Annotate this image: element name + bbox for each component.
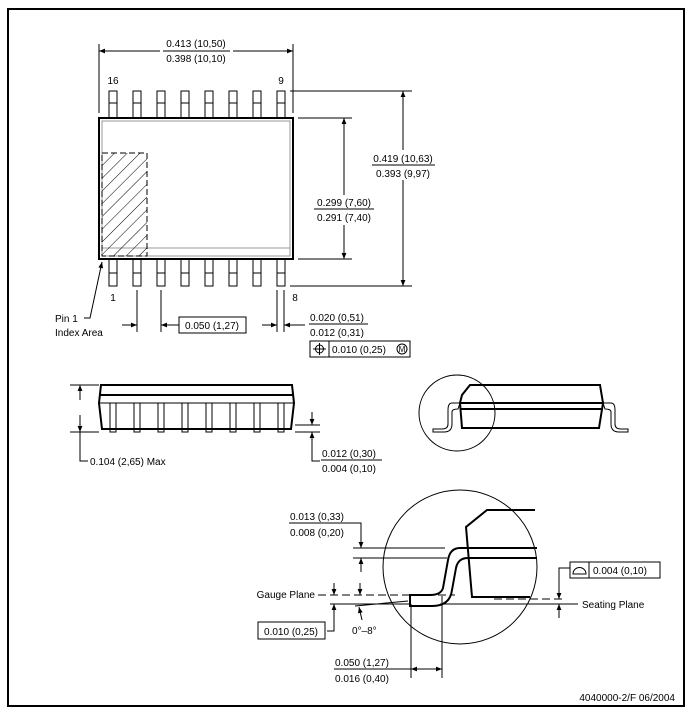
lead-side	[133, 402, 141, 433]
leads	[108, 90, 286, 287]
top-view: 0.413 (10,50) 0.398 (10,10) 16 9 1 8 0.2…	[55, 39, 435, 358]
position-tolerance-label: 0.010 (0,25)	[332, 345, 386, 356]
drawing-frame	[7, 8, 685, 707]
pin1-label-line1: Pin 1	[55, 314, 78, 325]
lead-side	[157, 402, 165, 433]
pin-9-label: 9	[278, 76, 284, 87]
side-view: 0.104 (2,65) Max 0.012 (0,30) 0.004 (0,1…	[70, 384, 382, 475]
pin1-index-area	[101, 152, 148, 257]
lead-thickness-max-label: 0.013 (0,33)	[290, 512, 344, 523]
lead-top	[132, 90, 142, 119]
lead-side	[253, 402, 261, 433]
position-icon	[313, 343, 326, 355]
pin-8-label: 8	[292, 293, 298, 304]
lead-top	[156, 90, 166, 119]
seating-plane-label: Seating Plane	[582, 600, 645, 611]
body-width-min-label: 0.291 (7,40)	[317, 213, 371, 224]
lead-top	[204, 90, 214, 119]
standoff-min-label: 0.004 (0,10)	[322, 464, 376, 475]
lead-side	[277, 402, 285, 433]
lead-side	[181, 402, 189, 433]
gauge-plane-label: Gauge Plane	[257, 590, 316, 601]
lead-top	[252, 90, 262, 119]
lead-width-max-label: 0.020 (0,51)	[310, 313, 364, 324]
span-min-label: 0.393 (9,97)	[376, 169, 430, 180]
detail-view: 0.013 (0,33) 0.008 (0,20) Gauge Plane 0.…	[257, 489, 661, 685]
span-max-label: 0.419 (10,63)	[373, 154, 433, 165]
pin1-label-line2: Index Area	[55, 328, 103, 339]
pin-1-label: 1	[110, 293, 116, 304]
width-max-label: 0.413 (10,50)	[166, 39, 226, 50]
height-max-label: 0.104 (2,65) Max	[90, 457, 166, 468]
mmc-icon	[396, 343, 408, 355]
standoff-max-label: 0.012 (0,30)	[322, 449, 376, 460]
pitch-label: 0.050 (1,27)	[185, 321, 239, 332]
lead-top	[276, 90, 286, 119]
body-width-max-label: 0.299 (7,60)	[317, 198, 371, 209]
foot-length-max-label: 0.050 (1,27)	[335, 658, 389, 669]
lead-side	[229, 402, 237, 433]
lead-top	[228, 90, 238, 119]
lead-top	[108, 90, 118, 119]
lead-thickness-min-label: 0.008 (0,20)	[290, 528, 344, 539]
lead-width-min-label: 0.012 (0,31)	[310, 328, 364, 339]
profile-icon	[572, 567, 587, 575]
width-min-label: 0.398 (10,10)	[166, 54, 226, 65]
lead-side	[205, 402, 213, 433]
drawing-id: 4040000-2/F 06/2004	[579, 693, 675, 704]
coplanarity-frame	[569, 561, 661, 579]
gauge-value-label: 0.010 (0,25)	[264, 627, 318, 638]
pin-16-label: 16	[107, 76, 119, 87]
position-tolerance-frame	[309, 340, 411, 358]
end-view	[418, 374, 629, 452]
detail-circle-marker	[418, 374, 496, 452]
package-body	[98, 117, 294, 260]
angle-label: 0°–8°	[352, 626, 377, 637]
mmc-symbol: M	[399, 345, 406, 354]
coplanarity-label: 0.004 (0,10)	[593, 566, 647, 577]
foot-length-min-label: 0.016 (0,40)	[335, 674, 389, 685]
lead-top	[180, 90, 190, 119]
lead-side	[109, 402, 117, 433]
